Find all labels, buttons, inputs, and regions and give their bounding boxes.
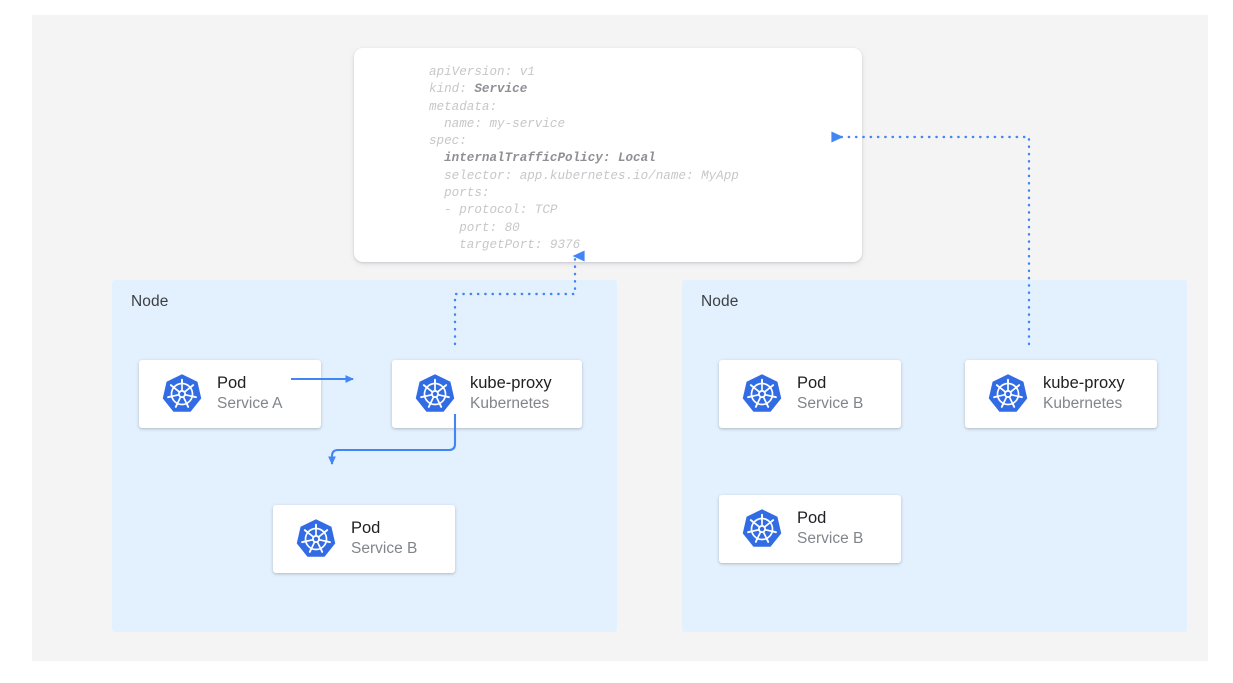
kubernetes-icon (987, 373, 1029, 415)
node-label: Node (131, 293, 169, 310)
card-title: kube-proxy (470, 374, 552, 393)
card-title: Pod (217, 374, 247, 393)
kubernetes-icon (161, 373, 203, 415)
card-kube-proxy-right[interactable]: kube-proxy Kubernetes (965, 360, 1157, 428)
card-title: Pod (351, 519, 381, 538)
card-subtitle: Service A (217, 395, 283, 413)
card-kube-proxy-left[interactable]: kube-proxy Kubernetes (392, 360, 582, 428)
card-text: Pod Service B (797, 509, 863, 549)
card-title: Pod (797, 374, 827, 393)
node-panel-left: Node (112, 280, 617, 632)
service-yaml-text: apiVersion: v1 kind: Service metadata: n… (429, 65, 739, 252)
card-text: kube-proxy Kubernetes (1043, 374, 1125, 414)
service-yaml-card: apiVersion: v1 kind: Service metadata: n… (354, 48, 862, 262)
card-text: kube-proxy Kubernetes (470, 374, 552, 414)
kubernetes-icon (295, 518, 337, 560)
card-subtitle: Service B (351, 540, 418, 558)
card-subtitle: Kubernetes (470, 395, 550, 413)
card-subtitle: Kubernetes (1043, 395, 1123, 413)
card-text: Pod Service B (797, 374, 863, 414)
kubernetes-icon (741, 508, 783, 550)
card-pod-service-b-left[interactable]: Pod Service B (273, 505, 455, 573)
card-pod-service-a[interactable]: Pod Service A (139, 360, 321, 428)
card-subtitle: Service B (797, 395, 864, 413)
node-label: Node (701, 293, 739, 310)
card-title: kube-proxy (1043, 374, 1125, 393)
card-text: Pod Service B (351, 519, 417, 559)
card-subtitle: Service B (797, 530, 864, 548)
card-title: Pod (797, 509, 827, 528)
card-pod-service-b-right-top[interactable]: Pod Service B (719, 360, 901, 428)
card-text: Pod Service A (217, 374, 282, 414)
kubernetes-icon (741, 373, 783, 415)
kubernetes-icon (414, 373, 456, 415)
card-pod-service-b-right-bottom[interactable]: Pod Service B (719, 495, 901, 563)
diagram-canvas: apiVersion: v1 kind: Service metadata: n… (32, 15, 1208, 661)
node-panel-right: Node (682, 280, 1187, 632)
